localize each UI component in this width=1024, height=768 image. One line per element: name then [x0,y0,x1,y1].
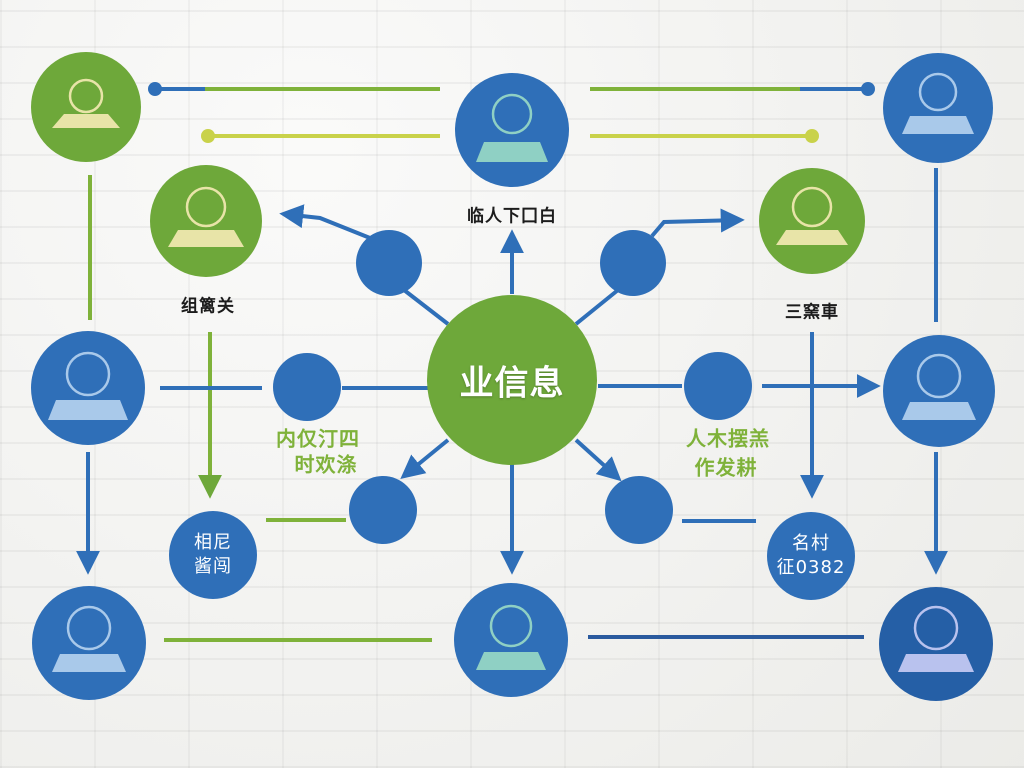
satellite-node-mid-left[interactable] [273,353,341,421]
info-node-left-line2: 酱闯 [194,556,232,577]
top-center-label: 临人下囗白 [467,206,557,227]
person-silhouette-icon [52,605,126,672]
person-node-mid-left[interactable] [31,331,145,445]
info-node-left-line1: 相尼 [194,532,232,553]
info-node-right-label: 名村 征0382 [777,532,846,580]
satellite-node-lower-left[interactable] [349,476,417,544]
person-silhouette-icon [776,186,848,245]
spoke-center-lower-left [400,438,450,480]
spoke-center-upper-right [574,288,620,326]
spoke-center-lower-right [574,438,622,482]
left-mid-label-line2: 时欢涤 [294,452,358,477]
person-silhouette-icon [48,351,128,420]
central-hub-label: 业信息 [459,363,565,404]
info-node-right[interactable] [767,512,855,600]
person-node-top-right[interactable] [883,53,993,163]
info-node-right-line2: 征0382 [776,557,846,578]
branch-upper-left [279,204,371,240]
satellite-node-upper-right[interactable] [600,230,666,296]
connector-dot [861,82,875,96]
person-silhouette-icon [902,353,976,420]
info-node-right-line1: 名村 [792,533,830,554]
person-silhouette-icon [898,605,974,672]
person-node-top-center[interactable] [455,73,569,187]
person-silhouette-icon [902,72,974,134]
connector-dot [805,129,819,143]
branch-upper-right [650,208,745,238]
person-node-bottom-left[interactable] [32,586,146,700]
info-node-left[interactable] [169,511,257,599]
person-node-upper-right[interactable] [759,168,865,274]
info-node-left-label: 相尼 酱闯 [194,531,232,579]
person-silhouette-icon [476,93,548,162]
person-node-mid-right[interactable] [883,335,995,447]
satellite-node-lower-right[interactable] [605,476,673,544]
spoke-center-upper-left [402,288,450,326]
person-silhouette-icon [52,78,120,128]
right-mid-label-line1: 人木摆羔 [686,426,770,451]
satellite-node-mid-right[interactable] [684,352,752,420]
satellite-node-upper-left[interactable] [356,230,422,296]
upper-left-node-label: 组篱关 [181,296,235,317]
connector-dot [148,82,162,96]
connector-dot [201,129,215,143]
person-node-upper-left[interactable] [150,165,262,277]
connectors [76,82,948,642]
person-node-top-left[interactable] [31,52,141,162]
person-silhouette-icon [476,604,546,670]
person-node-bottom-center[interactable] [454,583,568,697]
right-mid-label-line2: 作发耕 [694,455,758,480]
central-hub[interactable] [427,295,597,465]
left-mid-label-line1: 内仅汀四 [276,426,360,451]
person-silhouette-icon [168,186,244,247]
upper-right-node-label: 三窯車 [785,302,839,323]
person-node-bottom-right[interactable] [879,587,993,701]
